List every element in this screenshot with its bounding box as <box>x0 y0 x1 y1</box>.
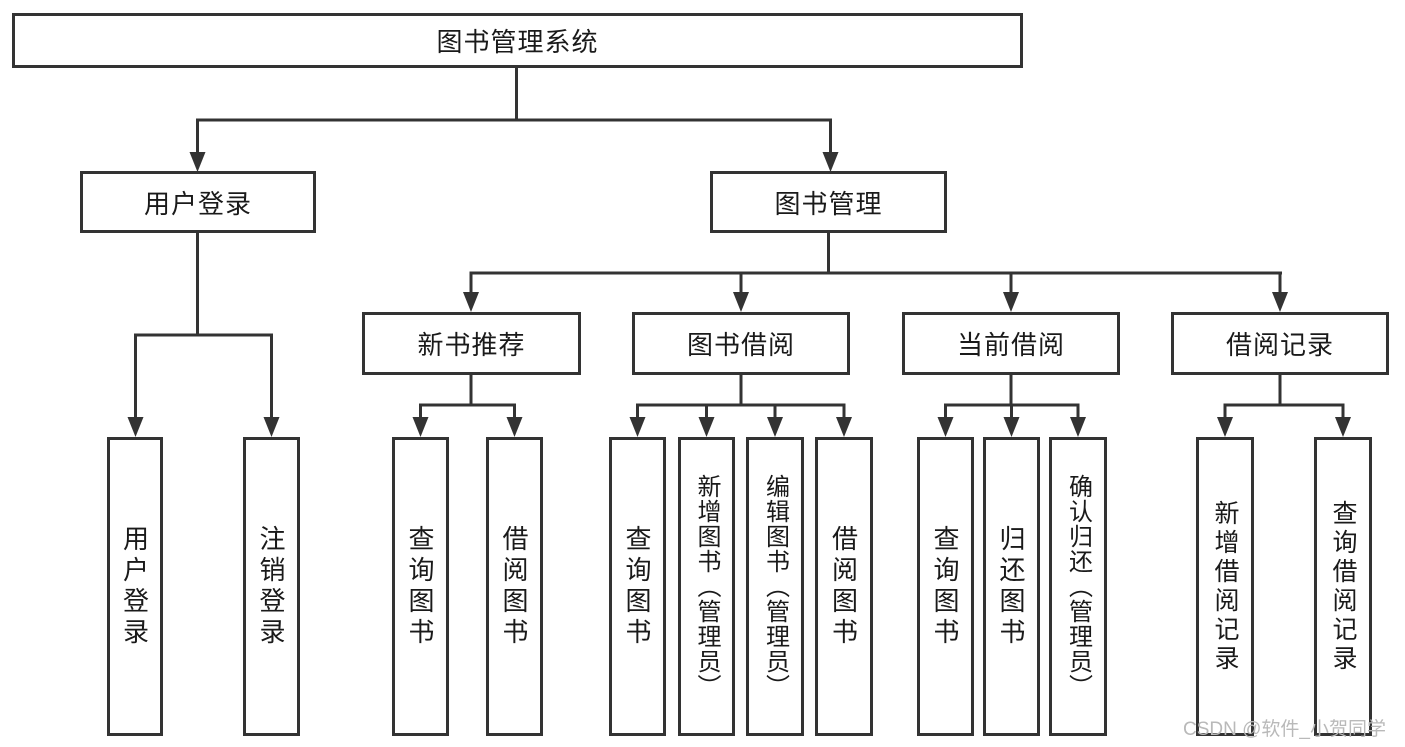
node-new-book-recommend: 新书推荐 <box>362 312 581 375</box>
leaf-add-borrow-record-label: 新增借阅记录 <box>1211 499 1239 674</box>
node-user-login-branch-label: 用户登录 <box>143 188 252 219</box>
leaf-add-books-admin: 新增图书（管理员） <box>678 437 735 736</box>
arrowhead-down-icon <box>189 152 206 172</box>
arrowhead-down-icon <box>698 417 715 437</box>
leaf-edit-books-admin: 编辑图书（管理员） <box>746 437 804 736</box>
arrowhead-down-icon <box>822 152 839 172</box>
leaf-query-books-2-label: 查询图书 <box>622 524 652 649</box>
node-root-label: 图书管理系统 <box>436 27 599 57</box>
leaf-query-books-3-label: 查询图书 <box>930 524 960 649</box>
leaf-logout-label: 注销登录 <box>256 524 286 649</box>
arrowhead-down-icon <box>1335 417 1351 437</box>
node-root: 图书管理系统 <box>12 13 1023 68</box>
arrowhead-down-icon <box>1272 292 1288 312</box>
leaf-query-borrow-record-label: 查询借阅记录 <box>1329 499 1357 674</box>
leaf-confirm-return-admin: 确认归还（管理员） <box>1049 437 1107 736</box>
arrowhead-down-icon <box>506 417 523 437</box>
node-book-management-label: 图书管理 <box>774 188 883 219</box>
leaf-query-books-1: 查询图书 <box>392 437 449 736</box>
leaf-borrow-books-1: 借阅图书 <box>486 437 543 736</box>
node-borrowing-records: 借阅记录 <box>1171 312 1389 375</box>
arrowhead-down-icon <box>1217 417 1233 437</box>
arrowhead-down-icon <box>1003 292 1019 312</box>
leaf-edit-books-admin-label: 编辑图书（管理员） <box>761 474 789 699</box>
leaf-add-books-admin-label: 新增图书（管理员） <box>693 474 720 699</box>
arrowhead-down-icon <box>733 292 749 312</box>
leaf-query-books-1-label: 查询图书 <box>405 524 435 649</box>
arrowhead-down-icon <box>836 417 852 437</box>
leaf-query-borrow-record: 查询借阅记录 <box>1314 437 1372 736</box>
leaf-logout: 注销登录 <box>243 437 300 736</box>
leaf-borrow-books-2: 借阅图书 <box>815 437 873 736</box>
arrowhead-down-icon <box>1070 417 1086 437</box>
leaf-borrow-books-1-label: 借阅图书 <box>499 524 529 649</box>
node-user-login-branch: 用户登录 <box>80 171 316 233</box>
leaf-borrow-books-2-label: 借阅图书 <box>828 524 859 649</box>
node-current-borrowing: 当前借阅 <box>902 312 1120 375</box>
node-current-borrowing-label: 当前借阅 <box>956 330 1065 360</box>
arrowhead-down-icon <box>412 417 429 437</box>
node-new-book-recommend-label: 新书推荐 <box>417 330 526 360</box>
node-book-borrowing-label: 图书借阅 <box>686 330 795 360</box>
leaf-query-books-3: 查询图书 <box>917 437 974 736</box>
leaf-confirm-return-admin-label: 确认归还（管理员） <box>1064 474 1092 699</box>
arrowhead-down-icon <box>1003 417 1020 437</box>
arrowhead-down-icon <box>127 417 144 437</box>
leaf-user-login-label: 用户登录 <box>119 524 150 649</box>
arrowhead-down-icon <box>937 417 954 437</box>
leaf-query-books-2: 查询图书 <box>609 437 666 736</box>
leaf-return-books-label: 归还图书 <box>996 524 1026 649</box>
arrowhead-down-icon <box>463 292 479 312</box>
csdn-watermark: CSDN @软件_小贺同学 <box>1183 719 1386 740</box>
arrowhead-down-icon <box>263 417 280 437</box>
node-book-borrowing: 图书借阅 <box>632 312 850 375</box>
node-book-management: 图书管理 <box>710 171 947 233</box>
leaf-return-books: 归还图书 <box>983 437 1040 736</box>
node-borrowing-records-label: 借阅记录 <box>1225 330 1334 360</box>
leaf-add-borrow-record: 新增借阅记录 <box>1196 437 1254 736</box>
arrowhead-down-icon <box>767 417 783 437</box>
leaf-user-login: 用户登录 <box>107 437 163 736</box>
arrowhead-down-icon <box>629 417 646 437</box>
